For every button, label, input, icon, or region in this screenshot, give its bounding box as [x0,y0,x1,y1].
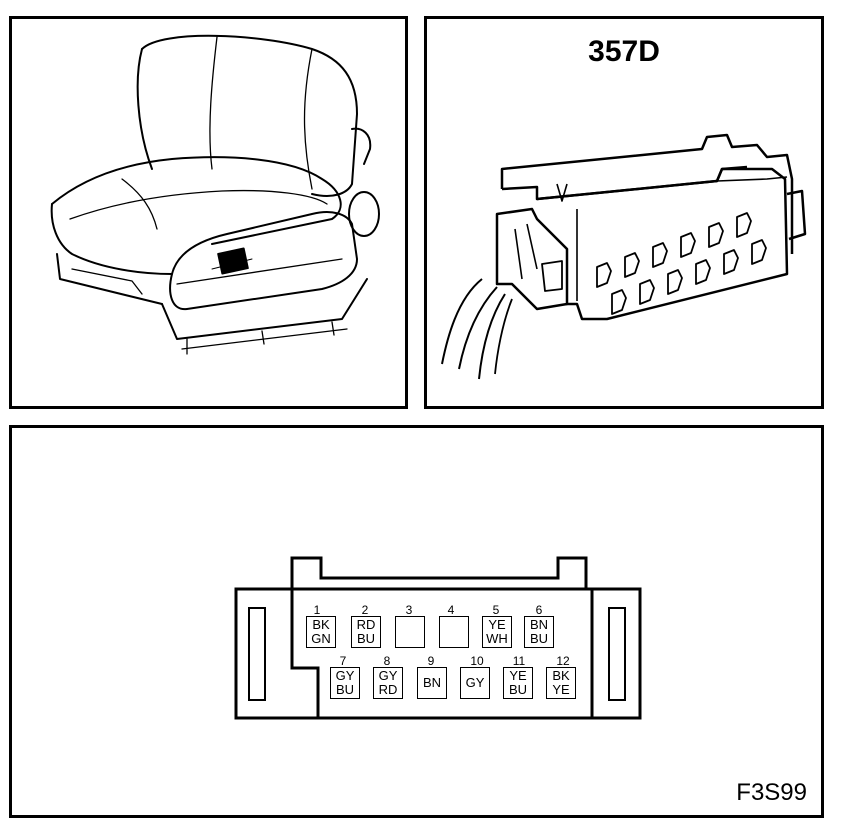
pin-cavity-empty [395,616,425,648]
pin-number: 12 [556,654,570,668]
connector-illustration-panel: 357D [424,16,824,409]
pin-number: 3 [405,603,413,617]
wire-color-1: YE [488,617,506,632]
pin-number: 10 [470,654,484,668]
pin-cavity: BK GN [306,616,336,648]
wire-color-1: GY [378,668,398,683]
pin-number: 11 [512,654,526,668]
pin-number: 1 [313,603,321,617]
figure-id: F3S99 [736,779,807,806]
pinout-diagram-panel: 1 BK GN 2 RD BU 3 4 5 YE WH 6 BN BU 7 [9,425,824,818]
connector-face-outline [234,556,642,720]
pin-cavity: YE BU [503,667,533,699]
wire-color-1: BK [312,617,330,632]
wire-color-2: YE [552,682,570,697]
wire-color-2: WH [486,631,508,646]
wire-color-2: BU [356,631,376,646]
pin-number: 6 [535,603,543,617]
pin-cavity: BN BU [524,616,554,648]
wire-color-1: YE [509,668,527,683]
pin-cavity: YE WH [482,616,512,648]
pin-number: 9 [427,654,435,668]
wire-color-1: BK [552,668,570,683]
wire-color-2: BU [529,631,549,646]
seat-illustration-panel [9,16,408,409]
wire-color-2: RD [378,682,398,697]
wire-color-1: BN [422,675,442,690]
wire-color-1: BN [529,617,549,632]
pin-cavity: GY [460,667,490,699]
wire-color-2: GN [311,631,331,646]
pin-number: 8 [383,654,391,668]
wire-color-1: GY [335,668,355,683]
wire-color-2: BU [335,682,355,697]
pin-cavity: BN [417,667,447,699]
seat-drawing [50,34,380,355]
pin-number: 2 [361,603,369,617]
wire-color-1: RD [356,617,376,632]
wire-color-2: BU [508,682,528,697]
pin-number: 4 [447,603,455,617]
pin-cavity: RD BU [351,616,381,648]
pin-number: 5 [492,603,500,617]
pin-cavity: GY BU [330,667,360,699]
connector-drawing [441,133,807,380]
wire-color-1: GY [465,675,485,690]
pin-cavity-empty [439,616,469,648]
pin-number: 7 [339,654,347,668]
connector-title: 357D [588,35,660,68]
pin-cavity: GY RD [373,667,403,699]
pin-cavity: BK YE [546,667,576,699]
